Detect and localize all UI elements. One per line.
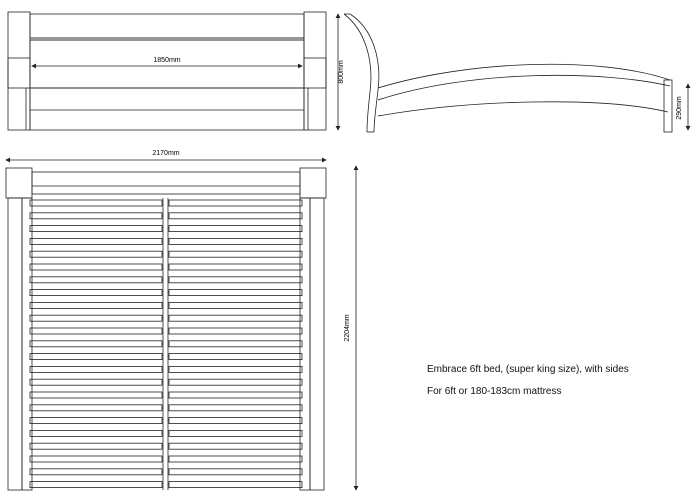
slat <box>168 468 303 476</box>
slat <box>168 404 303 412</box>
slat <box>168 212 303 220</box>
slat <box>29 481 163 489</box>
slat <box>168 455 303 463</box>
slat <box>168 378 303 386</box>
slat <box>168 353 303 361</box>
slat <box>29 340 163 348</box>
slat <box>168 276 303 284</box>
slat <box>29 442 163 450</box>
bed-side-view <box>343 13 673 133</box>
slat <box>168 340 303 348</box>
slat <box>29 199 163 207</box>
slat <box>29 429 163 437</box>
slat <box>168 327 303 335</box>
slat <box>168 365 303 373</box>
slat <box>29 417 163 425</box>
slat <box>29 365 163 373</box>
slat <box>29 250 163 258</box>
slat <box>29 212 163 220</box>
slat <box>168 301 303 309</box>
slat <box>168 481 303 489</box>
slat <box>168 391 303 399</box>
slat <box>29 468 163 476</box>
slat <box>29 225 163 233</box>
dimension-label-2170: 2170mm <box>152 150 179 157</box>
slat <box>29 237 163 245</box>
slat <box>29 404 163 412</box>
slat <box>29 391 163 399</box>
headboard-front-view <box>7 11 327 131</box>
slat <box>29 314 163 322</box>
slat <box>168 289 303 297</box>
slat <box>29 327 163 335</box>
bed-plan-view <box>5 167 327 491</box>
slat <box>29 455 163 463</box>
slat <box>168 237 303 245</box>
dimension-label-800: 800mm <box>338 60 345 84</box>
slat <box>168 314 303 322</box>
slat-group <box>29 199 303 489</box>
slat <box>29 353 163 361</box>
bed-description-title: Embrace 6ft bed, (super king size), with… <box>427 364 629 375</box>
dimension-label-2204: 2204mm <box>344 314 351 341</box>
slat <box>168 429 303 437</box>
slat <box>29 301 163 309</box>
slat <box>168 250 303 258</box>
slat <box>168 199 303 207</box>
slat <box>29 276 163 284</box>
slat <box>168 263 303 271</box>
slat <box>29 378 163 386</box>
slat <box>168 417 303 425</box>
mattress-size-note: For 6ft or 180-183cm mattress <box>427 386 562 397</box>
dimension-label-290: 290mm <box>676 96 683 120</box>
slat <box>168 442 303 450</box>
slat <box>29 263 163 271</box>
slat <box>168 225 303 233</box>
dimension-label-1850: 1850mm <box>153 57 180 64</box>
slat <box>29 289 163 297</box>
